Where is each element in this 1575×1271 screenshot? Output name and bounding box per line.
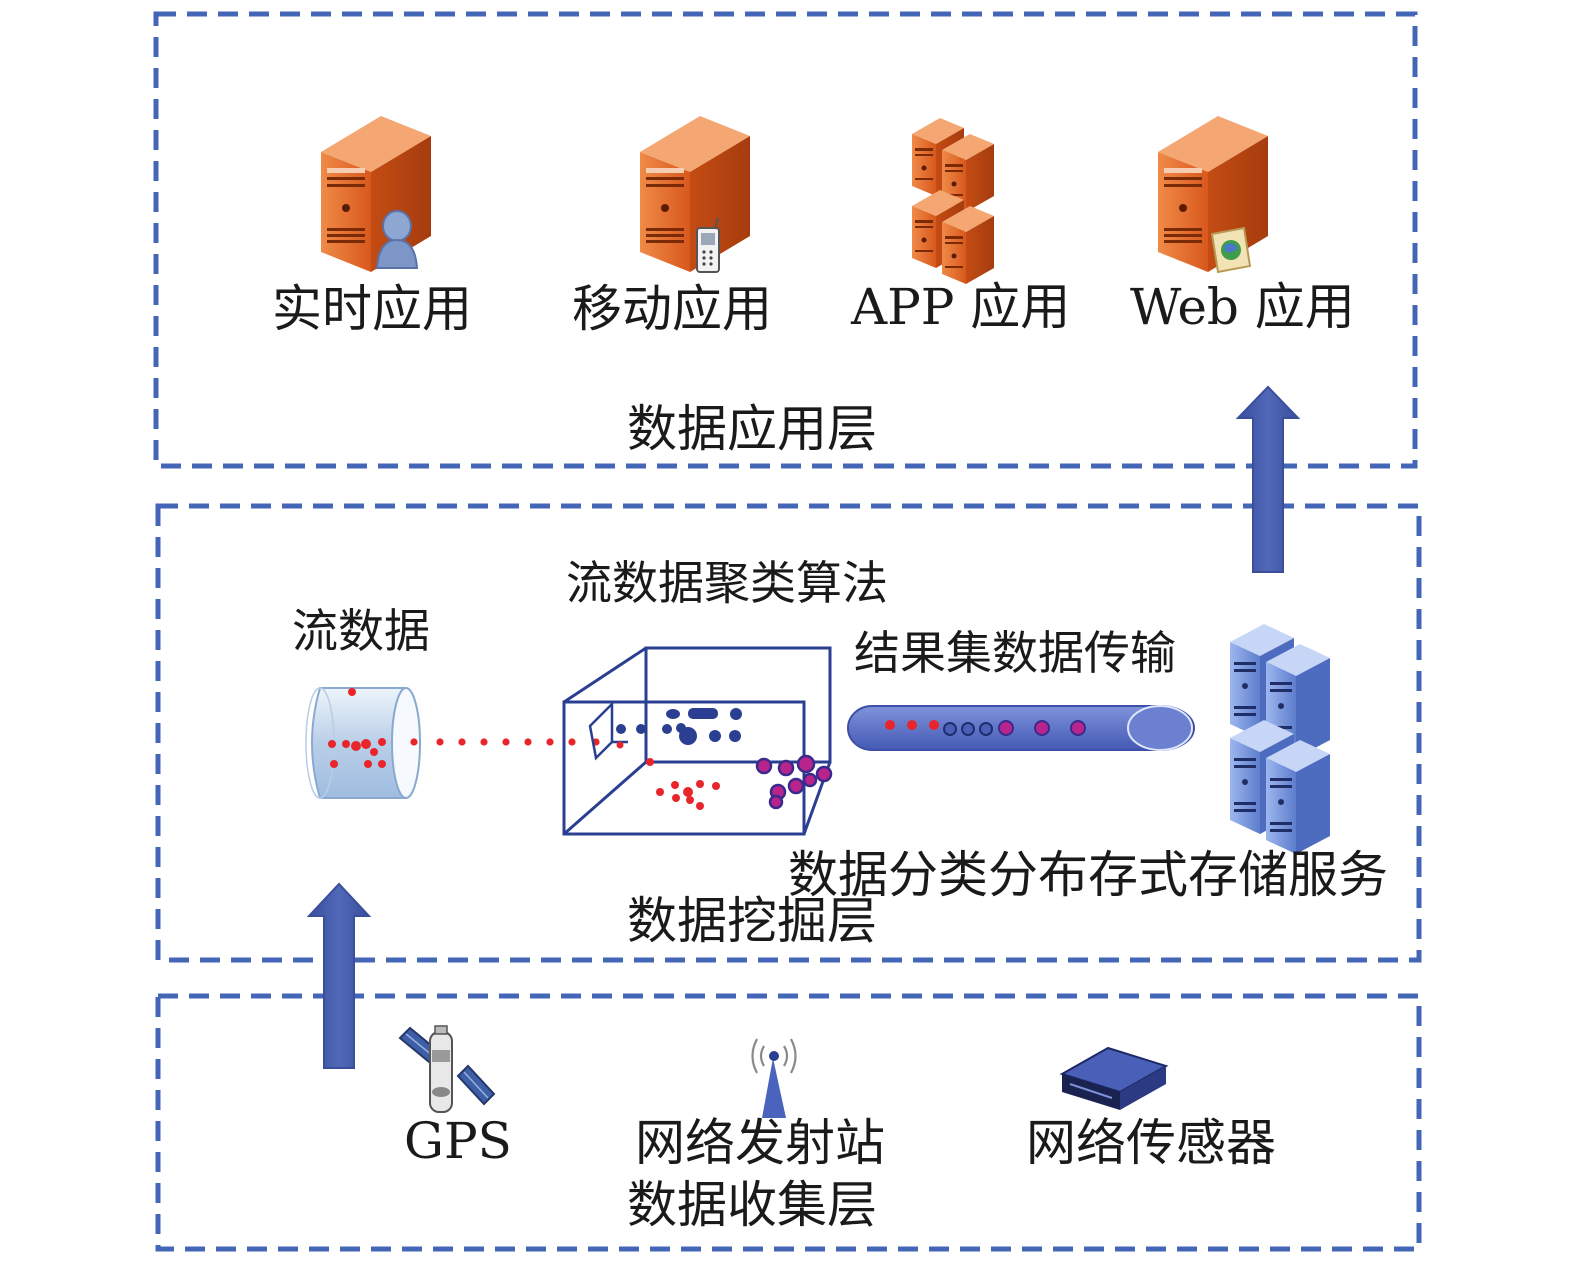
server-cluster-icon [912,118,994,284]
sensor-device-icon [1059,1046,1169,1110]
server-mobile-icon [640,116,750,273]
app-label-app: APP 应用 [851,278,1071,336]
radio-tower-icon [751,1038,797,1118]
application-layer-title: 数据应用层 [627,400,877,458]
app-label-mobile: 移动应用 [572,280,772,338]
storage-label: 数据分类分布存式存储服务 [788,846,1388,904]
mining-layer-title: 数据挖掘层 [627,892,877,950]
stream-data-cylinder [305,687,421,799]
cluster-red-points [616,741,720,810]
cluster-navy-points [616,708,742,745]
algorithm-label: 流数据聚类算法 [566,556,888,610]
app-label-web: Web 应用 [1130,278,1355,336]
app-label-realtime: 实时应用 [272,280,472,338]
transfer-label: 结果集数据传输 [854,626,1176,680]
storage-server-cluster-icon [1230,624,1330,854]
satellite-icon [398,1025,496,1113]
source-label-sensor: 网络传感器 [1026,1114,1276,1172]
stream-dots [410,738,600,746]
up-arrow-to-mining [306,882,372,1069]
collection-layer-box [155,993,1422,1252]
result-transfer-pipe [847,705,1195,751]
source-label-tower: 网络发射站 [635,1114,885,1172]
mining-layer-box [155,503,1422,963]
cluster-purple-points [755,754,833,810]
collection-layer-title: 数据收集层 [627,1176,877,1234]
stream-label: 流数据 [292,604,430,658]
application-layer-box [153,11,1418,469]
source-label-gps: GPS [404,1112,512,1170]
server-web-icon [1158,116,1268,274]
server-user-icon [321,116,431,272]
up-arrow-to-application [1235,385,1301,573]
